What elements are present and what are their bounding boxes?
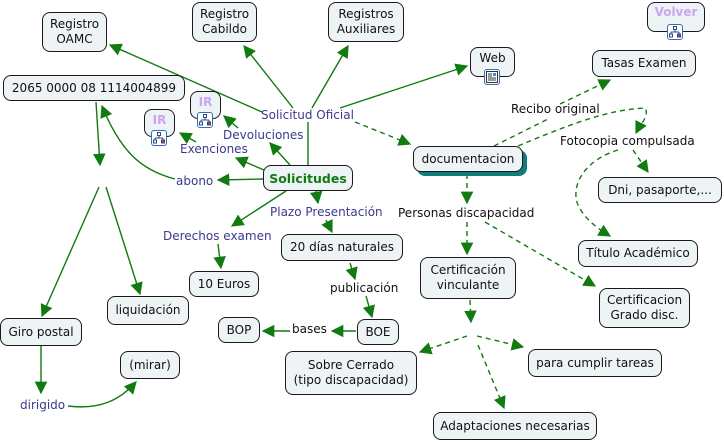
link-label-devoluciones: Devoluciones — [223, 128, 304, 142]
node-10-euros[interactable]: 10 Euros — [189, 271, 259, 297]
link-label-plazo-presentacion: Plazo Presentación — [270, 205, 383, 219]
conn-fotocopia-titulo — [575, 149, 619, 237]
conn-documentacion-recibo — [493, 117, 551, 147]
node-registros-auxiliares[interactable]: Registros Auxiliares — [328, 2, 404, 42]
conn-cuenta-split — [92, 101, 106, 167]
concept-map-icon[interactable] — [197, 112, 213, 128]
node-certificacion-vinculante[interactable]: Certificación vinculante — [420, 257, 516, 299]
conn-split-liquidacion — [105, 186, 143, 296]
node-giro-postal[interactable]: Giro postal — [0, 318, 82, 346]
conn-split-giro — [40, 186, 100, 318]
conn-solicitud-oficial-documentacion — [354, 121, 412, 146]
node-adaptaciones[interactable]: Adaptaciones necesarias — [433, 412, 597, 440]
node-documentacion[interactable]: documentacion — [413, 146, 523, 172]
conn-derechos-10euros — [213, 243, 226, 270]
conn-solicitud-oficial-oamc — [108, 43, 263, 113]
conn-plazo-20dias — [321, 219, 333, 234]
link-label-fotocopia-compulsada: Fotocopia compulsada — [560, 134, 695, 148]
node-mirar[interactable]: (mirar) — [120, 351, 180, 379]
conn-recibo-tasas — [559, 79, 612, 105]
link-label-publicacion: publicación — [330, 281, 399, 295]
conn-solicitud-oficial-cabildo — [243, 45, 294, 109]
conn-fotocopia-dni — [632, 149, 649, 174]
node-certificacion-grado[interactable]: Certificacion Grado disc. — [599, 288, 690, 328]
node-registro-oamc[interactable]: Registro OAMC — [42, 12, 107, 52]
link-label-derechos-examen: Derechos examen — [163, 229, 272, 243]
conn-solicitudes-plazo — [309, 190, 323, 205]
node-dni-pasaporte[interactable]: Dni, pasaporte,... — [598, 177, 722, 203]
conn-publicacion-boe — [362, 295, 375, 319]
node-liquidacion[interactable]: liquidación — [107, 296, 189, 325]
link-label-solicitud-oficial: Solicitud Oficial — [261, 108, 354, 122]
link-label-exenciones: Exenciones — [180, 142, 248, 156]
conn-personas-certgrado — [484, 221, 597, 287]
node-tasas-examen[interactable]: Tasas Examen — [592, 50, 696, 77]
conn-split-adaptaciones — [477, 344, 506, 410]
link-label-bases: bases — [292, 322, 327, 336]
conn-solicitud-oficial-auxiliares — [311, 44, 349, 109]
node-20-dias[interactable]: 20 días naturales — [281, 234, 403, 261]
node-bop[interactable]: BOP — [218, 317, 260, 343]
concept-map-icon[interactable] — [667, 24, 683, 40]
conn-abono-cuenta — [100, 104, 176, 180]
link-label-recibo-original: Recibo original — [511, 102, 600, 116]
link-label-abono: abono — [176, 174, 214, 188]
conn-solicitudes-devoluciones — [269, 142, 291, 166]
node-boe[interactable]: BOE — [357, 319, 399, 345]
conn-split-para-cumplir — [476, 335, 525, 351]
conn-solicitudes-abono — [216, 173, 264, 187]
node-cuenta[interactable]: 2065 0000 08 1114004899 — [3, 75, 185, 101]
link-label-dirigido: dirigido — [20, 398, 66, 412]
conn-solicitudes-derechos — [230, 190, 287, 227]
node-titulo-academico[interactable]: Título Académico — [578, 240, 698, 267]
node-registro-cabildo[interactable]: Registro Cabildo — [192, 2, 257, 42]
conn-solicitudes-exenciones — [234, 156, 265, 171]
node-para-cumplir-tareas[interactable]: para cumplir tareas — [528, 349, 662, 377]
conn-devoluciones-ir — [223, 115, 239, 129]
node-solicitudes[interactable]: Solicitudes — [263, 165, 353, 191]
link-label-personas-discapacidad: Personas discapacidad — [398, 206, 535, 220]
conn-split-sobre — [418, 335, 468, 355]
conn-solicitud-oficial-web — [339, 63, 469, 109]
node-sobre-cerrado[interactable]: Sobre Cerrado (tipo discapacidad) — [285, 351, 417, 395]
web-page-icon[interactable] — [484, 69, 500, 85]
conn-20dias-publicacion — [345, 262, 358, 281]
conn-exenciones-ir — [178, 132, 197, 145]
conn-certvinculante-split — [464, 299, 477, 324]
conn-dirigido-mirar — [67, 381, 137, 408]
concept-map-icon[interactable] — [151, 130, 167, 146]
